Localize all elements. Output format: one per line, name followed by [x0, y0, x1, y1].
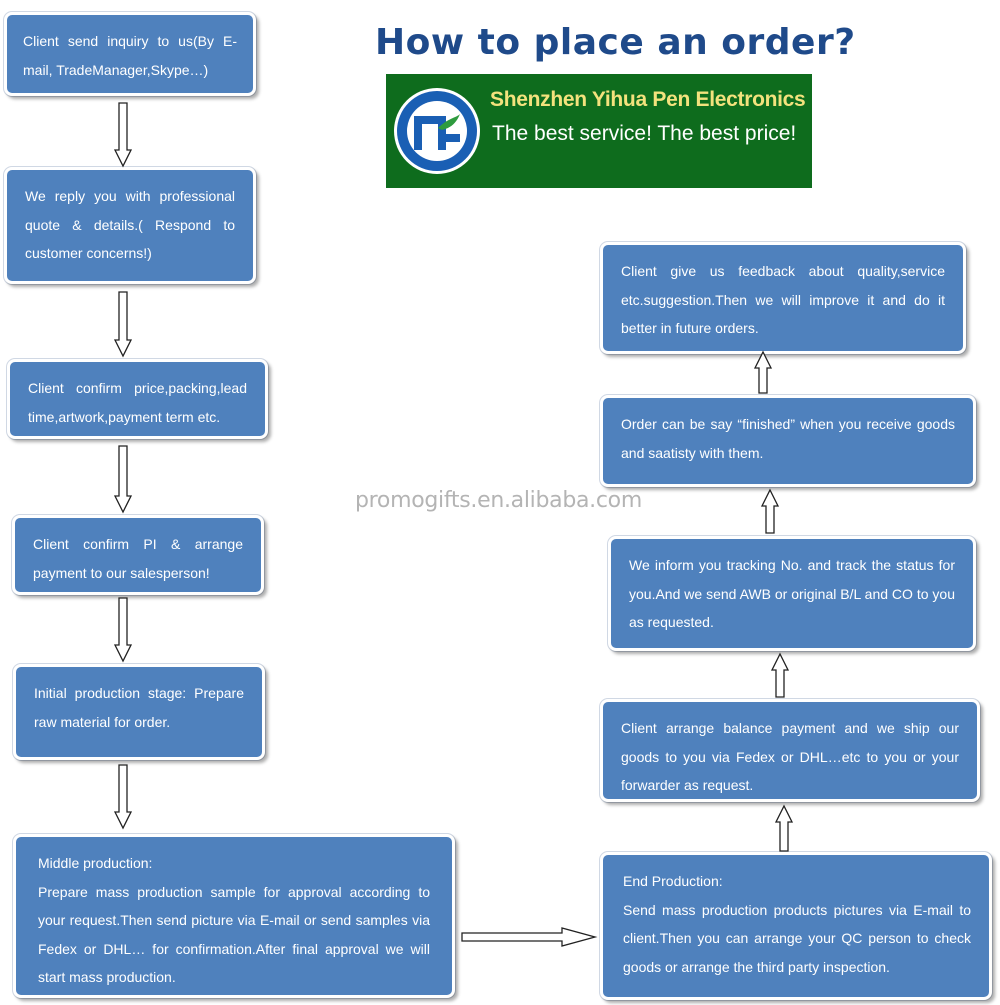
arrow-up-1 [774, 804, 794, 852]
arrow-down-5 [113, 764, 133, 830]
company-logo-icon [394, 88, 480, 174]
step-finished-text: Order can be say “finished” when you rec… [621, 416, 955, 461]
step-balance-payment-text: Client arrange balance payment and we sh… [621, 720, 959, 793]
step-end-production-heading: End Production: [623, 873, 723, 889]
arrow-down-4 [113, 597, 133, 663]
arrow-up-3 [760, 488, 780, 534]
step-end-production-text: Send mass production products pictures v… [623, 901, 971, 975]
arrow-down-2 [113, 291, 133, 358]
arrow-up-2 [770, 652, 790, 698]
step-confirm-pi-text: Client confirm PI & arrange payment to o… [33, 536, 243, 581]
banner-slogan: The best service! The best price! [492, 122, 797, 145]
step-confirm-pi: Client confirm PI & arrange payment to o… [12, 515, 264, 595]
step-confirm-price-text: Client confirm price,packing,lead time,a… [28, 380, 247, 425]
step-confirm-price: Client confirm price,packing,lead time,a… [7, 359, 268, 439]
arrow-right [461, 927, 598, 947]
step-middle-production: Middle production: Prepare mass producti… [13, 834, 455, 998]
step-balance-payment: Client arrange balance payment and we sh… [600, 699, 980, 802]
company-banner: Shenzhen Yihua Pen Electronics The best … [386, 74, 812, 188]
arrow-up-4 [753, 350, 773, 394]
step-middle-production-text: Prepare mass production sample for appro… [38, 883, 430, 986]
step-initial-production: Initial production stage: Prepare raw ma… [13, 664, 265, 760]
step-feedback: Client give us feedback about quality,se… [600, 242, 966, 354]
step-tracking-text: We inform you tracking No. and track the… [629, 557, 955, 630]
step-end-production: End Production: Send mass production pro… [600, 852, 992, 1000]
banner-company-name: Shenzhen Yihua Pen Electronics [490, 88, 806, 111]
arrow-down-3 [113, 445, 133, 514]
step-inquiry-text: Client send inquiry to us(By E-mail, Tra… [23, 33, 237, 78]
step-initial-production-text: Initial production stage: Prepare raw ma… [34, 685, 244, 730]
step-finished: Order can be say “finished” when you rec… [600, 395, 976, 487]
watermark: promogifts.en.alibaba.com [355, 488, 642, 513]
page-title: How to place an order? [375, 22, 856, 63]
arrow-down-1 [113, 102, 133, 168]
step-quote: We reply you with professional quote & d… [4, 167, 256, 284]
step-feedback-text: Client give us feedback about quality,se… [621, 263, 945, 336]
step-quote-text: We reply you with professional quote & d… [25, 188, 235, 261]
step-inquiry: Client send inquiry to us(By E-mail, Tra… [4, 12, 256, 96]
step-middle-production-heading: Middle production: [38, 855, 153, 871]
step-tracking: We inform you tracking No. and track the… [608, 536, 976, 651]
